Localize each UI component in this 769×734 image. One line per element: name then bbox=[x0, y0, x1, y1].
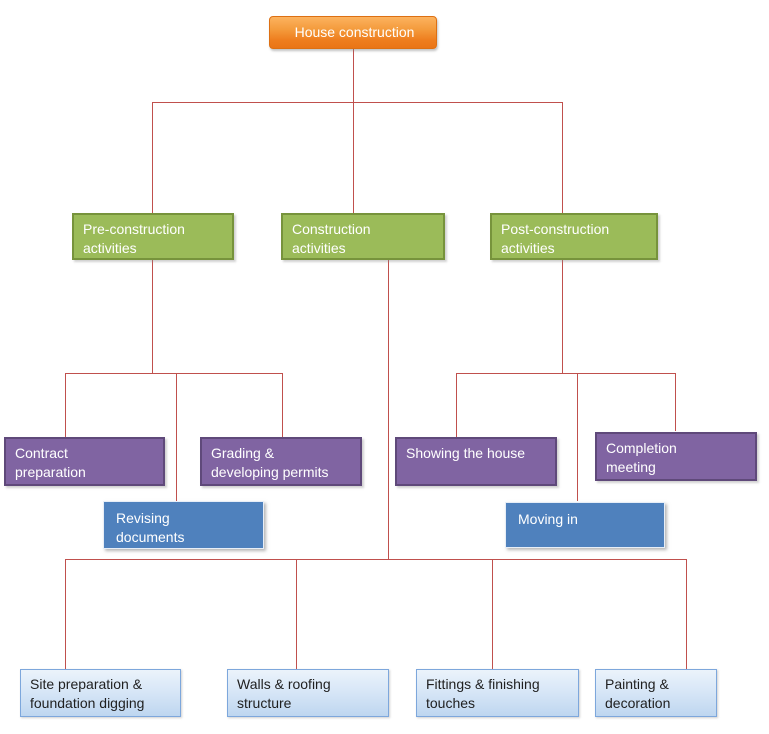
connector-line bbox=[675, 373, 676, 431]
connector-line bbox=[388, 260, 389, 559]
connector-line bbox=[176, 373, 177, 501]
connector-line bbox=[65, 559, 66, 669]
connector-line bbox=[296, 559, 297, 669]
connector-line bbox=[152, 102, 563, 103]
node-grading-developing-permits: Grading & developing permits bbox=[200, 437, 362, 486]
connector-line bbox=[152, 102, 153, 213]
connector-line bbox=[282, 373, 283, 437]
connector-line bbox=[353, 102, 354, 213]
connector-line bbox=[65, 373, 66, 437]
node-post-construction-activities: Post-construction activities bbox=[490, 213, 658, 260]
node-fittings-finishing-touches: Fittings & finishing touches bbox=[416, 669, 579, 717]
connector-line bbox=[353, 49, 354, 103]
connector-line bbox=[152, 260, 153, 373]
connector-line bbox=[456, 373, 457, 437]
node-completion-meeting: Completion meeting bbox=[595, 432, 757, 481]
node-walls-roofing-structure: Walls & roofing structure bbox=[227, 669, 389, 717]
connector-line bbox=[562, 260, 563, 373]
connector-line bbox=[456, 373, 676, 374]
connector-line bbox=[492, 559, 493, 669]
node-contract-preparation: Contract preparation bbox=[4, 437, 165, 486]
node-moving-in: Moving in bbox=[505, 502, 665, 548]
connector-line bbox=[65, 559, 687, 560]
connector-line bbox=[65, 373, 283, 374]
node-pre-construction-activities: Pre-construction activities bbox=[72, 213, 234, 260]
node-painting-decoration: Painting & decoration bbox=[595, 669, 717, 717]
connector-line bbox=[577, 373, 578, 501]
connector-line bbox=[686, 559, 687, 669]
node-revising-documents: Revising documents bbox=[103, 501, 264, 549]
node-showing-the-house: Showing the house bbox=[395, 437, 557, 486]
connector-line bbox=[562, 102, 563, 213]
node-house-construction: House construction bbox=[269, 16, 437, 49]
node-construction-activities: Construction activities bbox=[281, 213, 445, 260]
node-site-preparation-foundation-digging: Site preparation & foundation digging bbox=[20, 669, 181, 717]
